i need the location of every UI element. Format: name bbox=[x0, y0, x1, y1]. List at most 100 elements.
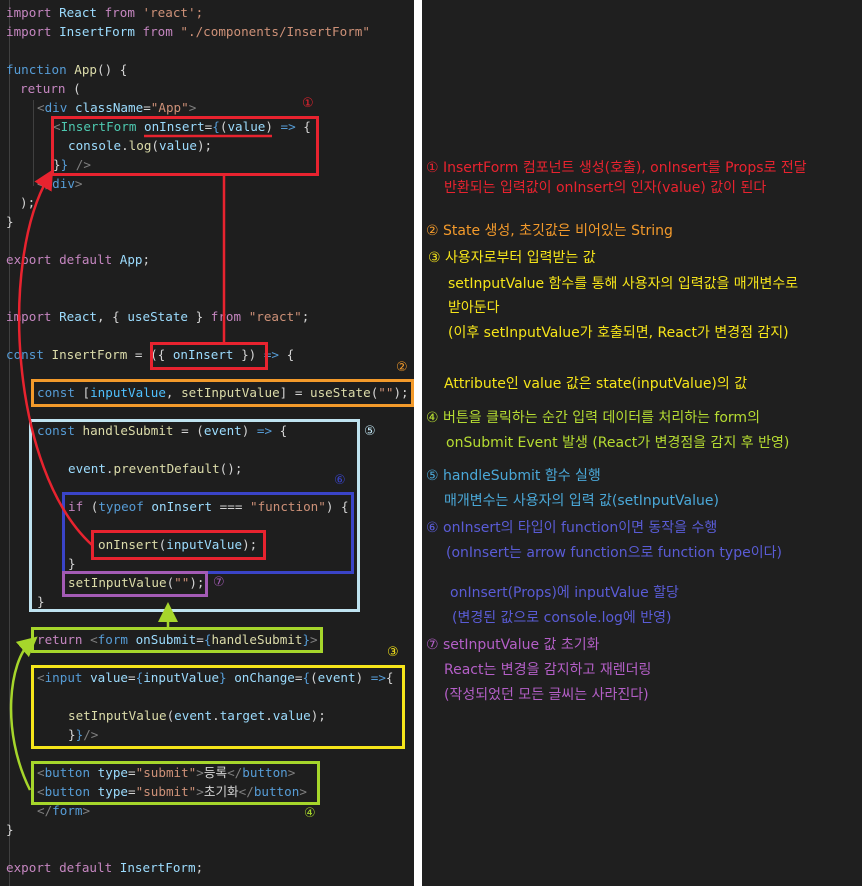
code-token: form bbox=[52, 803, 83, 818]
indent-guide bbox=[9, 0, 10, 886]
code-token: ; bbox=[142, 252, 151, 267]
code-line-46: export default InsertForm; bbox=[6, 858, 203, 877]
code-line-1: import React from 'react'; bbox=[6, 3, 203, 22]
indent-guide bbox=[33, 100, 34, 186]
code-token: 초기화 bbox=[203, 784, 239, 799]
badge-6: ⑥ bbox=[334, 473, 346, 488]
code-token: 'react'; bbox=[142, 5, 204, 20]
code-token: setInputValue bbox=[68, 575, 167, 590]
badge-4: ④ bbox=[304, 806, 316, 821]
code-line-12: } bbox=[6, 212, 14, 231]
code-token: > bbox=[299, 784, 307, 799]
note-5b: 매개변수는 사용자의 입력 값(setInputValue) bbox=[444, 493, 719, 509]
code-token: "App" bbox=[150, 100, 189, 115]
note-3e: Attribute인 value 값은 state(inputValue)의 값 bbox=[444, 376, 748, 392]
note-2: ② State 생성, 초깃값은 비어있는 String bbox=[426, 223, 673, 239]
code-token: => bbox=[370, 670, 386, 685]
code-token: "submit" bbox=[135, 784, 197, 799]
code-token: div bbox=[52, 176, 75, 191]
code-line-7: <InsertForm onInsert={(value) => { bbox=[53, 117, 311, 136]
code-token: ( bbox=[90, 499, 99, 514]
code-token: value bbox=[227, 119, 266, 134]
code-line-4: function App() { bbox=[6, 60, 127, 79]
code-line-30: } bbox=[68, 554, 76, 573]
code-token: } bbox=[53, 157, 61, 172]
code-token: { bbox=[203, 632, 212, 647]
code-token: (); bbox=[219, 461, 243, 476]
code-editor: import React from 'react'; import Insert… bbox=[0, 0, 414, 886]
code-token: from bbox=[210, 309, 249, 324]
code-token: button bbox=[253, 784, 300, 799]
code-token: ; bbox=[195, 860, 204, 875]
code-token: ( bbox=[219, 119, 228, 134]
code-token: > bbox=[196, 765, 204, 780]
code-token: } bbox=[188, 309, 211, 324]
code-token: preventDefault bbox=[113, 461, 220, 476]
annotation-box-4 bbox=[31, 761, 320, 805]
code-token: InsertForm bbox=[51, 347, 135, 362]
annotation-box-2 bbox=[31, 379, 414, 407]
code-line-6: <div className="App"> bbox=[37, 98, 196, 117]
code-token: InsertForm bbox=[60, 119, 144, 134]
code-token: handleSubmit bbox=[82, 423, 182, 438]
code-token: value bbox=[159, 138, 197, 153]
code-token: { bbox=[302, 670, 311, 685]
badge-7: ⑦ bbox=[213, 575, 225, 590]
code-token: ( bbox=[310, 670, 318, 685]
badge-5: ⑤ bbox=[364, 424, 376, 439]
code-token: ) bbox=[265, 119, 281, 134]
code-token: { bbox=[385, 670, 394, 685]
code-token: button bbox=[44, 765, 98, 780]
code-token: { bbox=[135, 670, 144, 685]
code-token: = bbox=[128, 670, 136, 685]
code-token: inputValue bbox=[90, 385, 166, 400]
note-6d: (변경된 값으로 console.log에 반영) bbox=[452, 610, 672, 626]
code-token: /> bbox=[83, 727, 99, 742]
badge-3: ③ bbox=[387, 645, 399, 660]
code-token: onInsert bbox=[172, 347, 234, 362]
code-line-42: <button type="submit">초기화</button> bbox=[37, 782, 307, 801]
code-token: = ( bbox=[181, 423, 204, 438]
code-line-34: return <form onSubmit={handleSubmit}> bbox=[37, 630, 318, 649]
code-token: onInsert bbox=[151, 499, 220, 514]
code-token: > bbox=[287, 765, 296, 780]
code-line-5: return ( bbox=[20, 79, 81, 98]
code-token: ( bbox=[166, 708, 175, 723]
code-token: console bbox=[68, 138, 122, 153]
code-token: div bbox=[44, 100, 75, 115]
code-token: setInputValue bbox=[181, 385, 280, 400]
code-token: </ bbox=[238, 784, 254, 799]
code-line-9: }} /> bbox=[53, 155, 91, 174]
note-3d: (이후 setInputValue가 호출되면, React가 변경점 감지) bbox=[448, 325, 789, 341]
code-token: } bbox=[37, 594, 45, 609]
code-token: "submit" bbox=[135, 765, 197, 780]
code-token: import bbox=[6, 5, 60, 20]
code-token: import bbox=[6, 24, 60, 39]
code-token: . bbox=[105, 461, 114, 476]
code-token: event bbox=[174, 708, 213, 723]
code-token: default bbox=[59, 252, 120, 267]
code-token: onChange bbox=[234, 670, 295, 685]
code-token: handleSubmit bbox=[211, 632, 303, 647]
code-token: button bbox=[44, 784, 98, 799]
code-token: ( bbox=[370, 385, 379, 400]
code-token: log bbox=[128, 138, 152, 153]
note-1a: ① InsertForm 컴포넌트 생성(호출), onInsert를 Prop… bbox=[426, 160, 807, 176]
code-line-38: setInputValue(event.target.value); bbox=[68, 706, 326, 725]
code-token: } bbox=[302, 632, 311, 647]
code-token: value bbox=[272, 708, 311, 723]
annotation-box-oninsert-prop bbox=[150, 342, 268, 370]
code-token: ) bbox=[241, 423, 257, 438]
code-token: } bbox=[6, 822, 14, 837]
annotation-box-form bbox=[31, 627, 323, 653]
code-token: onSubmit bbox=[135, 632, 197, 647]
panel-divider bbox=[414, 0, 422, 886]
code-line-27: if (typeof onInsert === "function") { bbox=[68, 497, 349, 516]
code-token: "./components/InsertForm" bbox=[180, 24, 370, 39]
code-token: InsertForm bbox=[59, 24, 143, 39]
note-1b: 반환되는 입력값이 onInsert의 인자(value) 값이 된다 bbox=[444, 180, 767, 196]
code-line-29: onInsert(inputValue); bbox=[98, 535, 257, 554]
code-token: = bbox=[294, 670, 303, 685]
note-4a: ④ 버튼을 클릭하는 순간 입력 데이터를 처리하는 form의 bbox=[426, 410, 760, 426]
code-token: => bbox=[280, 119, 304, 134]
